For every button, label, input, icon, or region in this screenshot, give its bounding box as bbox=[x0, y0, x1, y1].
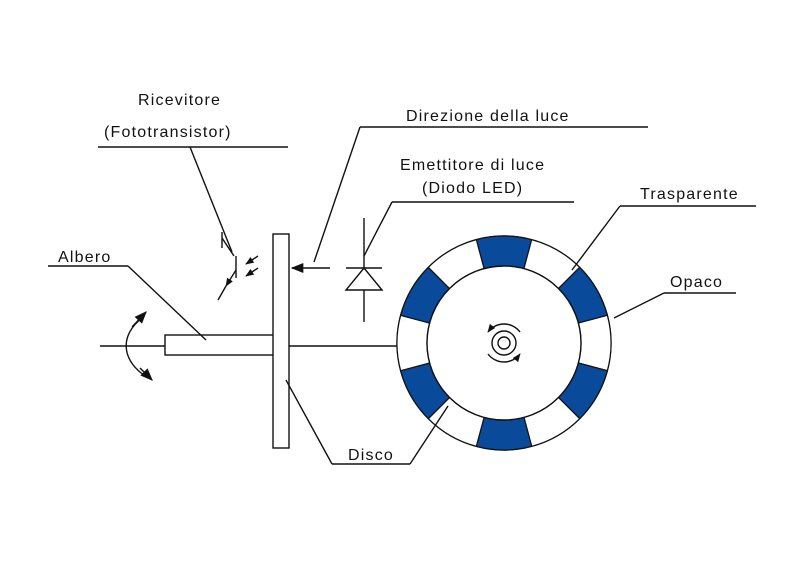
disc-side-view bbox=[272, 233, 290, 449]
emitter-leader-line bbox=[363, 201, 393, 257]
opaque-label: Opaco bbox=[670, 274, 723, 291]
disc-segment-transparent bbox=[577, 314, 612, 372]
shaft bbox=[164, 334, 276, 356]
disc-segment-opaque bbox=[475, 235, 533, 270]
disc-hub-inner bbox=[497, 336, 511, 350]
disc-leader-line-2 bbox=[409, 405, 449, 465]
led-diode-icon bbox=[344, 218, 384, 322]
light-direction-label: Direzione della luce bbox=[406, 108, 570, 125]
disc-segment-transparent bbox=[396, 314, 431, 372]
rotation-arc bbox=[125, 317, 149, 379]
receiver-label: Ricevitore bbox=[138, 92, 221, 109]
receiver-leader-line bbox=[189, 146, 233, 253]
rotation-arrow-up-icon bbox=[131, 311, 147, 328]
light-direction-leader-line bbox=[313, 126, 361, 263]
hub-rotation-arc-bottom bbox=[487, 353, 521, 363]
emitter-sub-label: (Diodo LED) bbox=[422, 180, 523, 197]
rotation-arrow-down-icon bbox=[139, 367, 153, 381]
shaft-label: Albero bbox=[58, 249, 111, 266]
emitter-label: Emettitore di luce bbox=[400, 157, 545, 174]
hub-rotation-arc-top bbox=[487, 323, 521, 333]
opaque-leader-line bbox=[613, 292, 665, 319]
shaft-leader-line bbox=[127, 265, 207, 341]
disc-segment-opaque bbox=[475, 416, 533, 451]
disc-label: Disco bbox=[348, 447, 394, 464]
transparent-leader-line bbox=[571, 205, 621, 271]
phototransistor-icon bbox=[217, 232, 259, 301]
receiver-sub-label: (Fototransistor) bbox=[104, 124, 232, 141]
transparent-label: Trasparente bbox=[640, 186, 739, 203]
disc-leader-line bbox=[285, 379, 333, 465]
